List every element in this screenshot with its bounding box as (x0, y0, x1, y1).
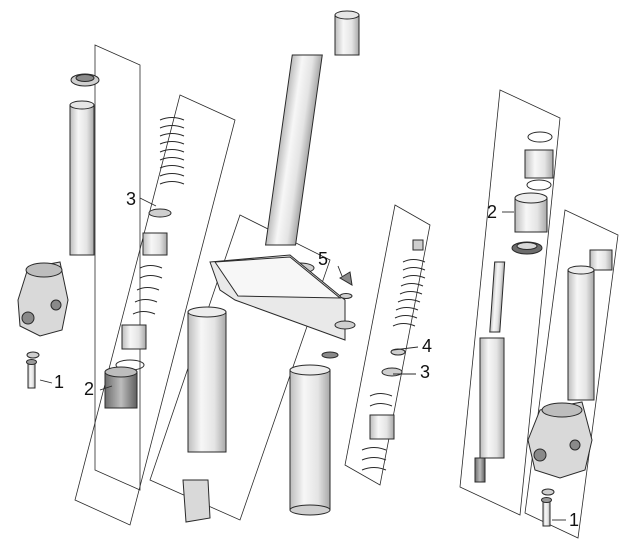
callout-1-right: 1 (569, 510, 580, 530)
callout-2-left: 2 (84, 379, 95, 399)
slider-left (187, 311, 227, 453)
spring-seat-left (148, 208, 172, 218)
frame-spring-right (344, 204, 431, 486)
washer-left (26, 351, 40, 359)
bolt-right (542, 499, 551, 527)
right-fork-leg (527, 249, 613, 527)
spring-seat-right (381, 367, 403, 377)
callout-leaders (39, 197, 566, 521)
damper-column (474, 131, 554, 483)
frame-center (149, 214, 331, 521)
right-stanchion (567, 269, 595, 401)
bolt-left (27, 361, 36, 389)
callout-1-left: 1 (54, 372, 65, 392)
slider-right (289, 369, 331, 511)
frame-damper (459, 89, 561, 516)
spring-left (159, 117, 185, 185)
callout-2-right: 2 (487, 202, 498, 222)
bushing-left (142, 232, 168, 256)
left-stanchion (69, 104, 95, 256)
slider-foot-left (182, 479, 211, 523)
right-spring-column (361, 239, 426, 471)
callout-3-right: 3 (420, 362, 431, 382)
callout-4: 4 (422, 336, 433, 356)
frame-left (94, 44, 141, 491)
callout-3-left: 3 (126, 189, 137, 209)
steering-tube (264, 54, 323, 246)
steering-stem (209, 10, 360, 341)
guide-bushing-left (121, 324, 147, 350)
damper-body (479, 337, 505, 459)
cap-left (104, 371, 138, 409)
callout-5: 5 (318, 249, 329, 269)
spring-right (392, 259, 426, 327)
left-fork-leg (17, 73, 100, 389)
center-sliders (182, 271, 353, 523)
frame-right (524, 209, 619, 539)
frame-spring-left (74, 94, 236, 526)
left-spring-column (104, 117, 185, 409)
leader-frames (74, 44, 619, 539)
